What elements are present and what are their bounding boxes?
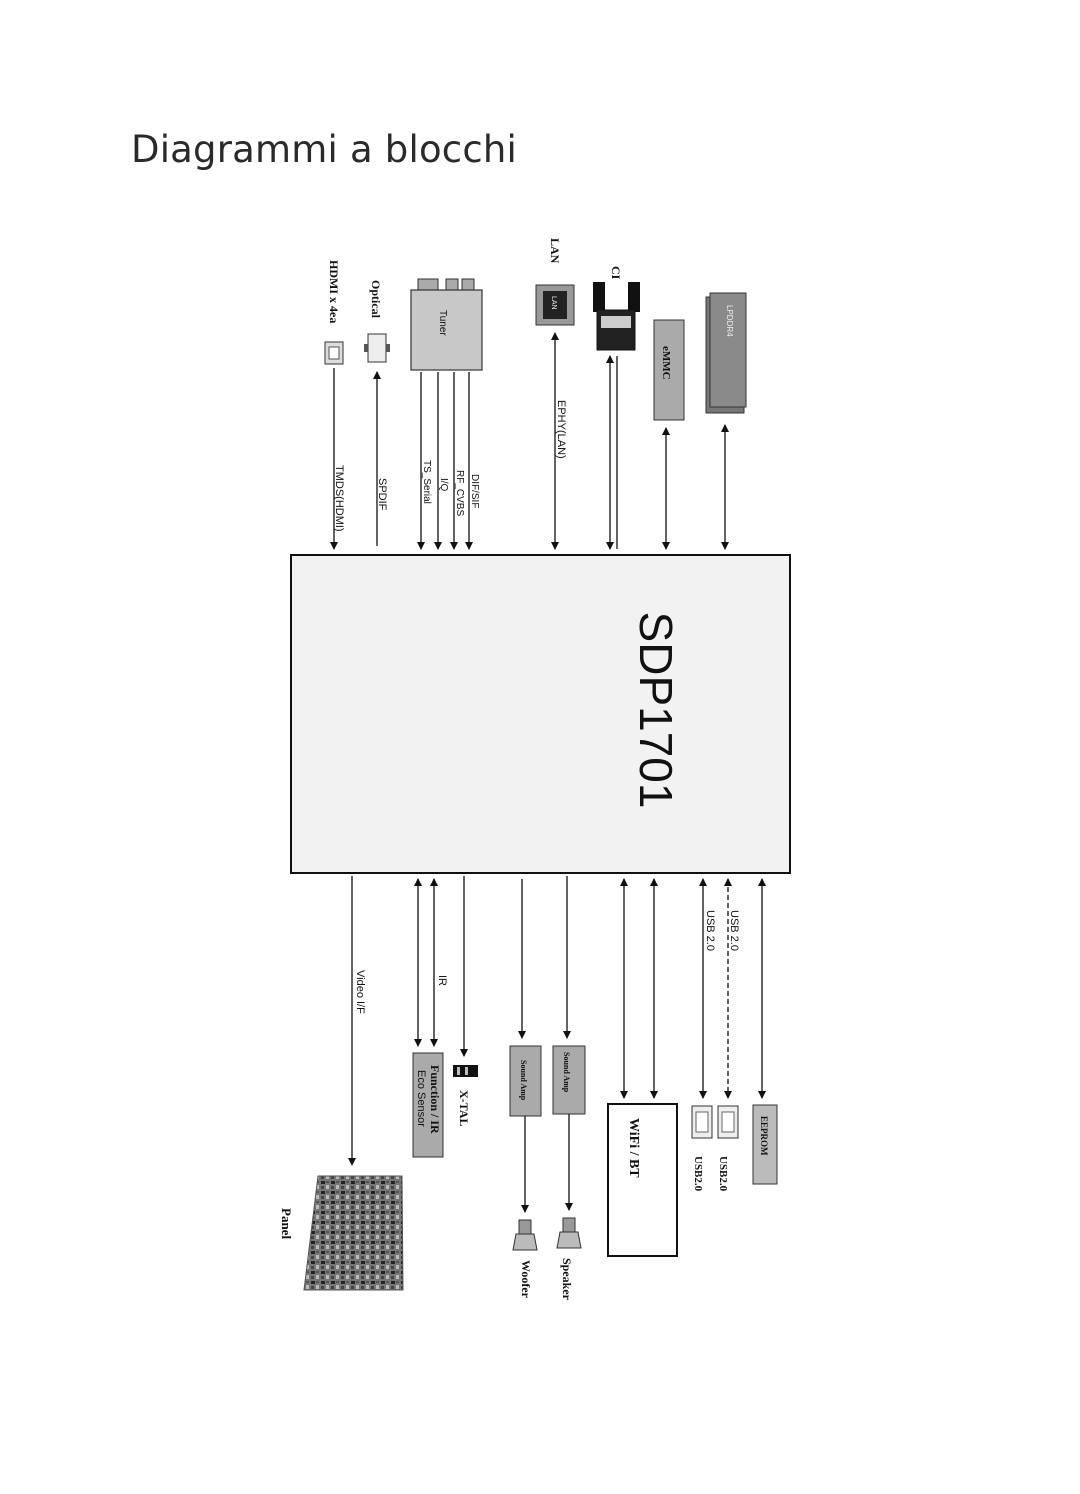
tuner-label: Tuner [437,310,448,336]
sound-amp-2-label: Sound Amp [562,1052,571,1093]
optical-label: Optical [369,280,383,319]
eeprom-label: EEPROM [759,1116,769,1156]
lpddr4-block [705,292,747,414]
lan-port-label: LAN [550,296,557,310]
ts-serial-signal-label: TS_Serial [421,460,432,504]
video-signal-label: Video I/F [354,970,366,1014]
xtal-icon [453,1065,478,1077]
usb-signal-label-2: USB 2.0 [728,910,740,951]
tuner-block [410,278,483,371]
spdif-signal-label: SPDIF [376,478,388,511]
emmc-block [653,319,685,421]
usb-port-a-icon [691,1105,713,1139]
lpddr4-label: LPDDR4 [725,305,734,337]
function-ir-label: Function / IR [428,1065,442,1134]
ephy-signal-label: EPHY(LAN) [555,400,567,459]
sound-amp-1-label: Sound Amp [519,1060,528,1101]
optical-connector-icon [364,333,390,363]
xtal-label: X-TAL [457,1090,471,1126]
speaker-icon [556,1217,582,1249]
eco-sensor-label: Eco Sensor [415,1070,427,1127]
ir-signal-label: IR [436,975,448,986]
usb-a-label: USB2.0 [692,1156,704,1192]
usb-b-label: USB2.0 [717,1156,729,1192]
hdmi-connector-icon [324,341,344,365]
page-title: Diagrammi a blocchi [131,128,517,171]
lan-label: LAN [548,238,562,264]
eeprom-block [752,1104,778,1185]
usb-signal-label-1: USB 2.0 [704,910,716,951]
panel-label: Panel [279,1208,294,1239]
speaker-label: Speaker [560,1258,574,1301]
ci-slot-icon [593,282,640,351]
dif-sif-signal-label: DIF/SIF [469,474,480,508]
iq-signal-label: I/Q [438,478,449,492]
sound-amp-2-block [552,1045,586,1115]
ci-label: CI [609,266,623,280]
lan-port-icon [535,284,575,326]
function-ir-block [412,1052,444,1158]
usb-port-b-icon [717,1105,739,1139]
panel-image [303,1175,404,1291]
rf-cvbs-signal-label: RF_CVBS [454,470,465,516]
hdmi-label: HDMI x 4ea [327,260,341,323]
soc-label: SDP1701 [630,612,682,809]
woofer-speaker-icon [512,1219,538,1251]
tmds-signal-label: TMDS(HDMI) [333,465,345,532]
wifi-bt-block [607,1103,678,1257]
emmc-label: eMMC [660,346,672,380]
wifi-bt-label: WiFi / BT [626,1118,641,1178]
woofer-label: Woofer [519,1260,533,1299]
soc-block [290,554,791,874]
